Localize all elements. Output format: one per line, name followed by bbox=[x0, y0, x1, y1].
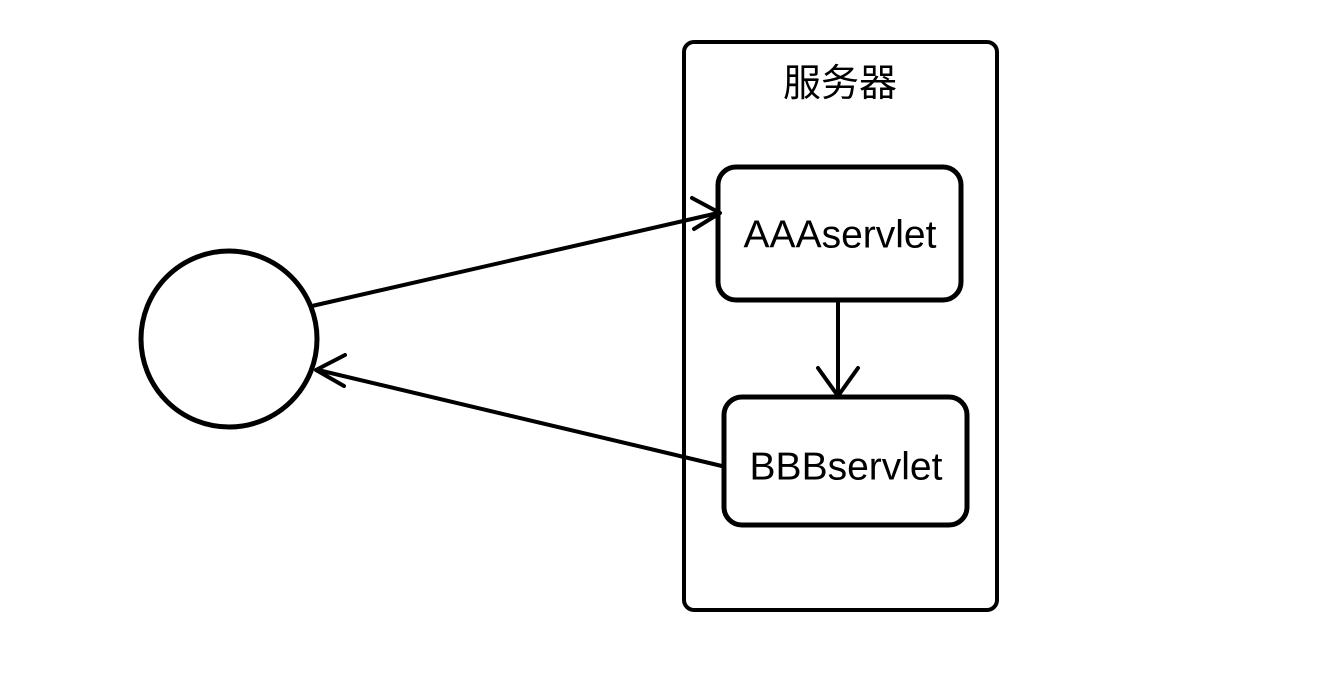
edge-request-line bbox=[310, 211, 720, 308]
node-server-label: 服务器 bbox=[783, 63, 897, 105]
node-bbb-servlet-label: BBBservlet bbox=[750, 445, 943, 488]
edge-request-arrowhead bbox=[690, 196, 722, 231]
edge-response-line bbox=[316, 368, 728, 469]
node-client-circle[interactable] bbox=[138, 248, 320, 430]
node-aaa-servlet-label: AAAservlet bbox=[744, 213, 937, 256]
node-bbb-servlet-box[interactable] bbox=[721, 394, 970, 528]
edge-response-arrowhead bbox=[314, 353, 347, 388]
